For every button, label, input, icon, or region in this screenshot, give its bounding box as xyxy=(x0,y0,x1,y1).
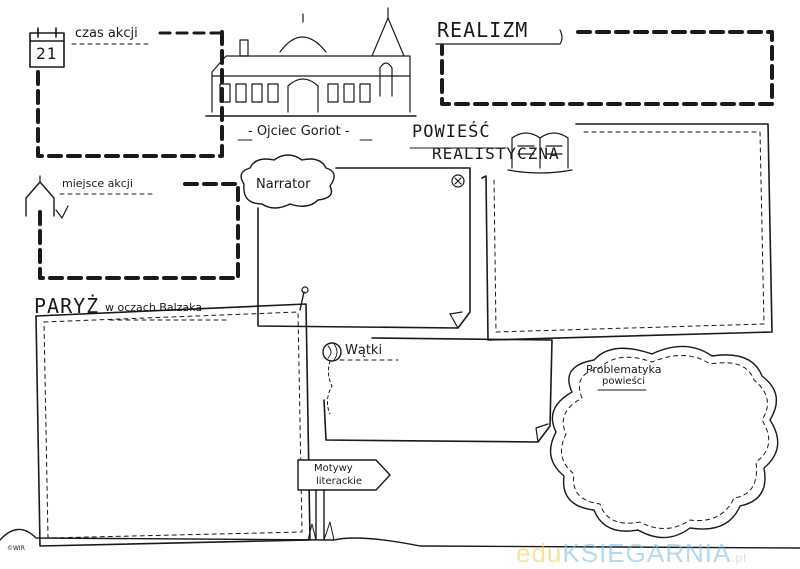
problems-cloud xyxy=(549,345,779,539)
calendar-day-number: 21 xyxy=(36,44,58,63)
book-icon xyxy=(507,132,573,174)
paris-heading: PARYŻ xyxy=(34,294,100,318)
time-section xyxy=(29,27,227,158)
building-illustration xyxy=(205,7,417,141)
problems-label-line1: Problematyka xyxy=(586,363,662,376)
watermark-suffix: .pl xyxy=(731,551,748,565)
motifs-label-line2: literackie xyxy=(316,476,363,487)
novel-heading-line1: POWIEŚĆ xyxy=(412,122,491,142)
paris-subheading: w oczach Balzaka xyxy=(105,301,203,314)
paris-box xyxy=(35,303,311,547)
book-title: - Ojciec Goriot - xyxy=(248,124,350,139)
watermark-logo: eduKSIEGARNIA.pl xyxy=(516,538,747,569)
time-label: czas akcji xyxy=(75,26,138,41)
motifs-label-line1: Motywy xyxy=(314,463,353,474)
problems-label-line2: powieści xyxy=(602,376,646,387)
place-label: miejsce akcji xyxy=(62,177,133,190)
novel-heading-line2: REALISTYCZNA xyxy=(432,144,560,163)
realism-underline xyxy=(435,29,563,45)
calendar-icon xyxy=(29,32,65,68)
time-box xyxy=(36,28,224,158)
narrator-label: Narrator xyxy=(256,177,311,192)
novel-box xyxy=(481,123,773,341)
watermark-part2: KSIEGARNIA xyxy=(562,538,732,568)
balloon-icon xyxy=(322,342,342,362)
motifs-signpost xyxy=(297,459,391,491)
plots-label: Wątki xyxy=(345,343,383,358)
realism-box xyxy=(440,30,774,106)
ground-line xyxy=(0,528,800,549)
realism-heading: REALIZM xyxy=(437,18,529,42)
place-section xyxy=(25,175,240,280)
close-icon xyxy=(451,174,465,188)
watermark-part1: edu xyxy=(516,538,563,568)
copyright-mark: ©WIR xyxy=(7,545,25,552)
narrator-cloud xyxy=(240,154,335,209)
plots-box xyxy=(323,337,553,443)
place-box xyxy=(38,182,240,280)
pin-icon xyxy=(299,291,305,311)
